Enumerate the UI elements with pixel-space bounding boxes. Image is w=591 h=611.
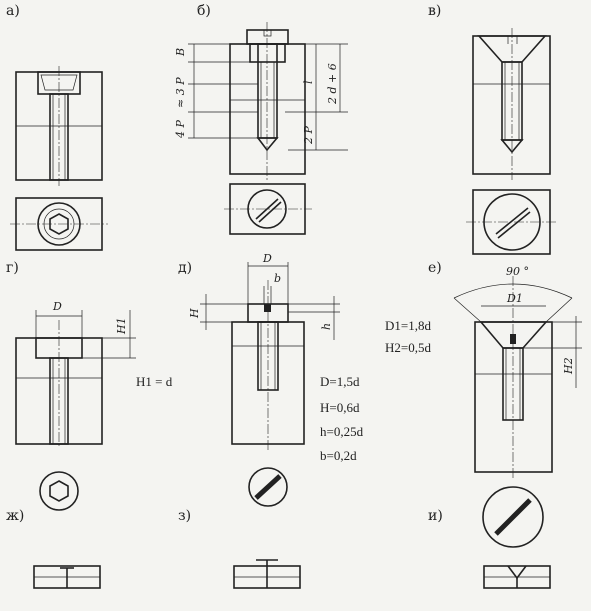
- view-v-top: [466, 189, 557, 255]
- dim-l: l: [302, 80, 315, 84]
- formula-D1: D1=1,8d: [385, 318, 431, 333]
- label-d: д): [178, 260, 192, 276]
- view-e-top: [482, 486, 544, 548]
- dim-h: h: [320, 323, 333, 330]
- dim-d-D: D: [262, 252, 272, 265]
- view-b-section: [188, 22, 348, 180]
- dim-2P: 2 P: [302, 126, 315, 145]
- formula-H1: H1 = d: [136, 374, 173, 389]
- view-g-top: [39, 471, 79, 511]
- dim-B: B: [174, 48, 187, 57]
- view-d-top: [248, 467, 288, 507]
- dim-H: H: [188, 308, 201, 319]
- dim-b: b: [274, 272, 281, 285]
- label-a: а): [6, 3, 20, 19]
- dim-D1: D1: [506, 292, 523, 305]
- formula-b: b=0,2d: [320, 448, 357, 463]
- symbol-zh: [33, 565, 101, 589]
- dim-2d-plus-6: 2 d + 6: [326, 63, 339, 105]
- symbol-i: [483, 565, 551, 589]
- label-zh: ж): [6, 508, 24, 524]
- view-a-section: [15, 66, 103, 186]
- label-b: б): [197, 3, 211, 19]
- symbol-z: [233, 559, 301, 589]
- view-e-section: [453, 276, 582, 478]
- label-z: з): [178, 508, 191, 524]
- dim-g-D: D: [52, 300, 62, 313]
- dim-approx-3P: ≈ 3 P: [174, 77, 187, 108]
- formula-H: H=0,6d: [320, 400, 360, 415]
- dim-4P: 4 P: [174, 120, 187, 139]
- dim-angle: 90 °: [506, 265, 529, 278]
- dim-H1: H1: [115, 317, 128, 335]
- formula-H2: H2=0,5d: [385, 340, 431, 355]
- label-g: г): [6, 260, 19, 276]
- view-g-section: [15, 310, 136, 448]
- label-i: и): [428, 508, 443, 524]
- view-a-top: [10, 197, 108, 251]
- view-d-section: [200, 262, 340, 452]
- view-v-section: [472, 28, 551, 180]
- formula-h: h=0,25d: [320, 424, 364, 439]
- label-v: в): [428, 3, 441, 19]
- view-b-top: [224, 183, 312, 235]
- formula-D: D=1,5d: [320, 374, 360, 389]
- dim-H2: H2: [562, 357, 575, 375]
- label-e: е): [428, 260, 442, 276]
